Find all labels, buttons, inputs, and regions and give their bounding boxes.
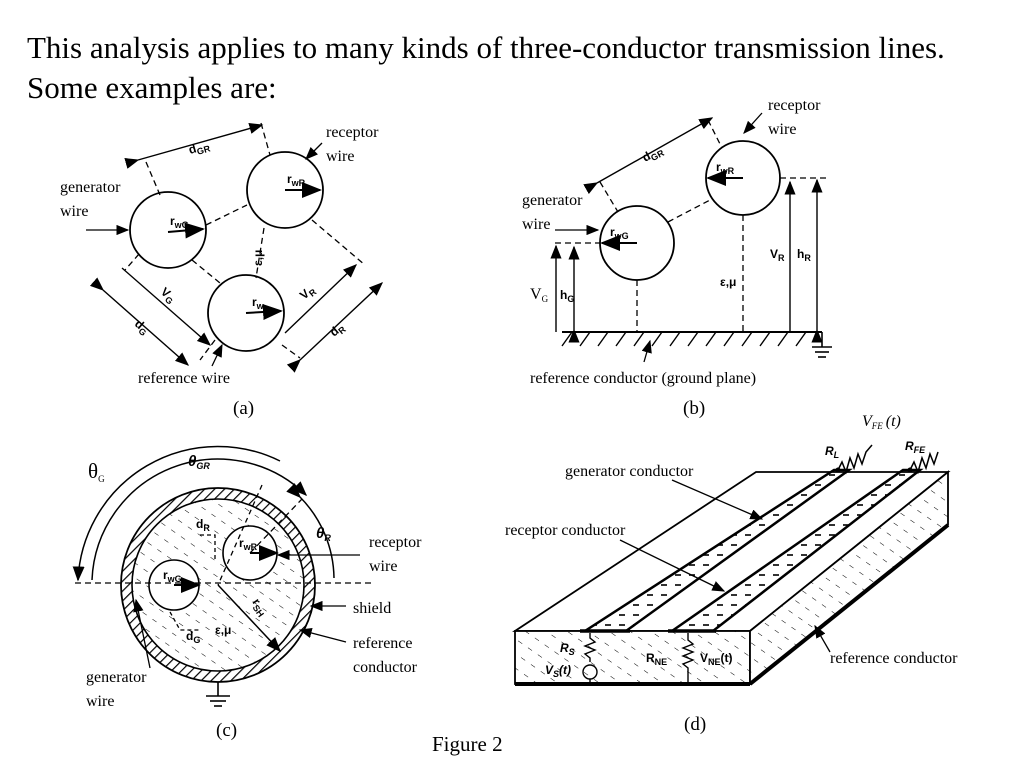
receptor-pointer	[305, 142, 323, 160]
c-rwG-symbol: rwG	[163, 568, 182, 584]
ground-plane-hatching	[561, 331, 807, 347]
c-dG-symbol: dG	[186, 629, 200, 645]
thetaG-arc	[72, 445, 281, 582]
b-hR-symbol: hR	[797, 247, 811, 263]
caption-a: (a)	[233, 398, 254, 419]
b-VR-symbol: VR	[770, 247, 785, 263]
b-VG-symbol: VG	[530, 286, 549, 304]
d-reference-pointer	[814, 624, 831, 653]
reference-pointer	[211, 343, 223, 367]
d-generator-label: generator conductor	[565, 463, 694, 480]
a-eps-mu-symbol: ε,μ	[251, 250, 265, 266]
b-rwR-symbol: rwR	[716, 160, 735, 176]
c-reference-label-1: reference	[353, 635, 413, 652]
RNE-resistor	[681, 633, 695, 684]
c-thetaR-symbol: θR	[316, 525, 331, 543]
c-reference-label-2: conductor	[353, 659, 418, 676]
a-receptor-label-1: receptor	[326, 124, 379, 141]
a-dG-symbol: dG	[131, 317, 152, 338]
c-generator-label-1: generator	[86, 669, 147, 686]
rSH-arrow	[217, 584, 282, 653]
heading-text: This analysis applies to many kinds of t…	[27, 30, 945, 105]
RFE-resistor	[909, 451, 939, 475]
a-VG-symbol: VG	[157, 285, 179, 307]
caption-d: (d)	[684, 714, 706, 735]
a-generator-label-2: wire	[60, 203, 88, 220]
reference-wire-circle	[207, 274, 285, 352]
d-VFE-symbol: VFE(t)	[862, 413, 901, 431]
VR-arrow	[284, 264, 358, 334]
panel-d: generator conductor receptor conductor r…	[505, 413, 958, 735]
b-generator-label-1: generator	[522, 192, 583, 209]
a-rwG-symbol: rwG	[170, 214, 189, 230]
c-thetaGR-symbol: θGR	[188, 453, 210, 471]
b-reference-pointer	[641, 339, 652, 363]
generator-wire-circle	[129, 191, 207, 269]
a-dGR-symbol: dGR	[187, 138, 212, 159]
a-rwR-symbol: rwR	[287, 172, 306, 188]
b-rwG-symbol: rwG	[610, 225, 629, 241]
d-reference-label: reference conductor	[830, 650, 958, 667]
c-dR-symbol: dR	[196, 517, 210, 533]
ground-symbol	[812, 332, 832, 358]
panel-a: receptor wire generator wire reference w…	[60, 122, 384, 419]
a-generator-label-1: generator	[60, 179, 121, 196]
receptor-wire-circle	[246, 151, 324, 229]
b-receptor-label-1: receptor	[768, 97, 821, 114]
VG-arrow	[121, 267, 212, 346]
c-shield-label: shield	[353, 600, 391, 617]
d-receptor-pointer	[619, 539, 726, 592]
a-dR-symbol: dR	[327, 319, 348, 340]
c-eps-mu-symbol: ε,μ	[215, 623, 231, 637]
d-receptor-label: receptor conductor	[505, 522, 626, 539]
d-generator-pointer	[671, 479, 764, 520]
a-VR-symbol: VR	[297, 282, 319, 304]
c-generator-pointer	[133, 598, 151, 669]
c-thetaG-symbol: θG	[88, 459, 105, 484]
panel-c: receptor wire shield reference conductor…	[72, 445, 422, 741]
c-ground-symbol	[206, 682, 230, 707]
b-receptor-pointer	[743, 112, 763, 134]
b-dGR-dimension	[583, 117, 714, 195]
dGR-dimension	[124, 123, 264, 169]
c-reference-pointer	[298, 627, 347, 643]
d-RFE-symbol: RFE	[905, 439, 926, 455]
RL-resistor	[837, 444, 873, 475]
rwG-arrow	[167, 222, 205, 239]
b-generator-label-2: wire	[522, 216, 550, 233]
figure-label: Figure 2	[432, 732, 503, 756]
c-receptor-label-1: receptor	[369, 534, 422, 551]
d-VS-symbol: VS(t)	[545, 663, 571, 679]
caption-c: (c)	[216, 720, 237, 741]
thetaR-arc	[286, 483, 335, 579]
a-reference-label: reference wire	[138, 370, 230, 387]
b-eps-mu-symbol: ε,μ	[720, 275, 736, 289]
panel-b: receptor wire generator wire reference c…	[522, 97, 832, 419]
d-RS-symbol: RS	[560, 641, 575, 657]
a-rw-symbol: rw	[252, 295, 265, 311]
b-receptor-label-2: wire	[768, 121, 796, 138]
c-rwR-symbol: rwR	[239, 536, 258, 552]
rw-arrow	[245, 304, 283, 321]
thetaGR-arc	[91, 458, 308, 581]
b-reference-label: reference conductor (ground plane)	[530, 370, 756, 387]
dR-dimension	[286, 282, 384, 373]
c-receptor-label-2: wire	[369, 558, 397, 575]
caption-b: (b)	[683, 398, 705, 419]
d-RNE-symbol: RNE	[646, 651, 667, 667]
c-generator-label-2: wire	[86, 693, 114, 710]
b-hG-symbol: hG	[560, 288, 574, 304]
d-VNE-symbol: VNE(t)	[700, 651, 733, 667]
dG-dimension	[89, 277, 190, 366]
RS-resistor	[583, 633, 597, 662]
d-RL-symbol: RL	[825, 444, 839, 460]
a-receptor-label-2: wire	[326, 148, 354, 165]
